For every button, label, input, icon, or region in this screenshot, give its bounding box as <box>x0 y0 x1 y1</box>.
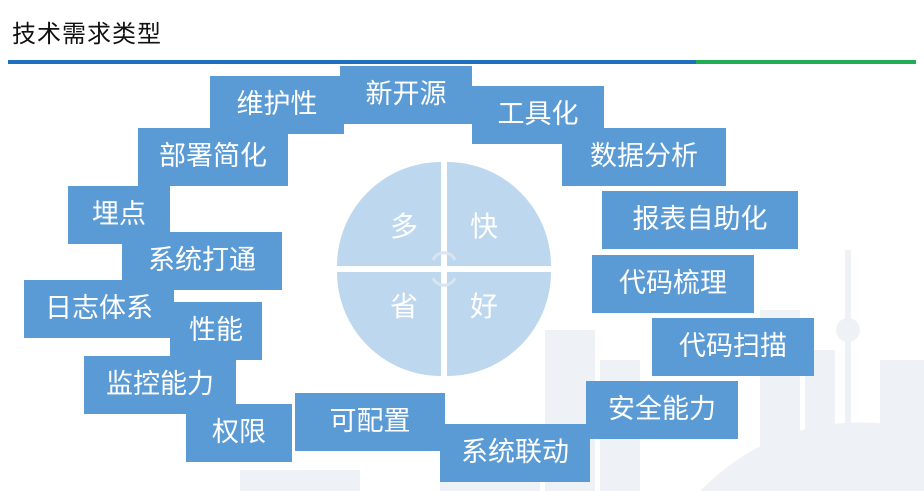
tag-system-linkage: 系统联动 <box>440 424 590 482</box>
tag-code-scan: 代码扫描 <box>652 318 814 376</box>
cycle-icon <box>431 251 457 287</box>
quadrant-label-top-left: 多 <box>390 210 419 243</box>
tag-performance: 性能 <box>170 302 262 360</box>
tag-data-analysis: 数据分析 <box>562 128 726 186</box>
tag-logging-system: 日志体系 <box>24 280 174 338</box>
tag-security: 安全能力 <box>586 381 738 439</box>
center-quadrant-circle <box>337 162 551 376</box>
tag-configurable: 可配置 <box>295 393 445 451</box>
tag-maintainability: 维护性 <box>210 76 344 134</box>
tag-system-integration: 系统打通 <box>122 232 282 290</box>
title-rule-green <box>696 60 916 64</box>
tag-permission: 权限 <box>186 404 292 462</box>
quadrant-label-top-right: 快 <box>470 210 499 243</box>
tag-new-open-source: 新开源 <box>340 66 472 124</box>
quadrant-top-right <box>447 162 551 266</box>
page-title: 技术需求类型 <box>12 20 162 48</box>
quadrant-top-left <box>337 162 441 266</box>
quadrant-bottom-right <box>447 272 551 376</box>
tag-code-review: 代码梳理 <box>592 255 754 313</box>
quadrant-label-bottom-left: 省 <box>390 290 419 323</box>
tag-self-service-report: 报表自助化 <box>602 191 798 249</box>
tag-deploy-simplify: 部署简化 <box>138 128 288 186</box>
quadrant-bottom-left <box>337 272 441 376</box>
quadrant-label-bottom-right: 好 <box>470 290 499 323</box>
title-rule-blue <box>8 60 696 64</box>
